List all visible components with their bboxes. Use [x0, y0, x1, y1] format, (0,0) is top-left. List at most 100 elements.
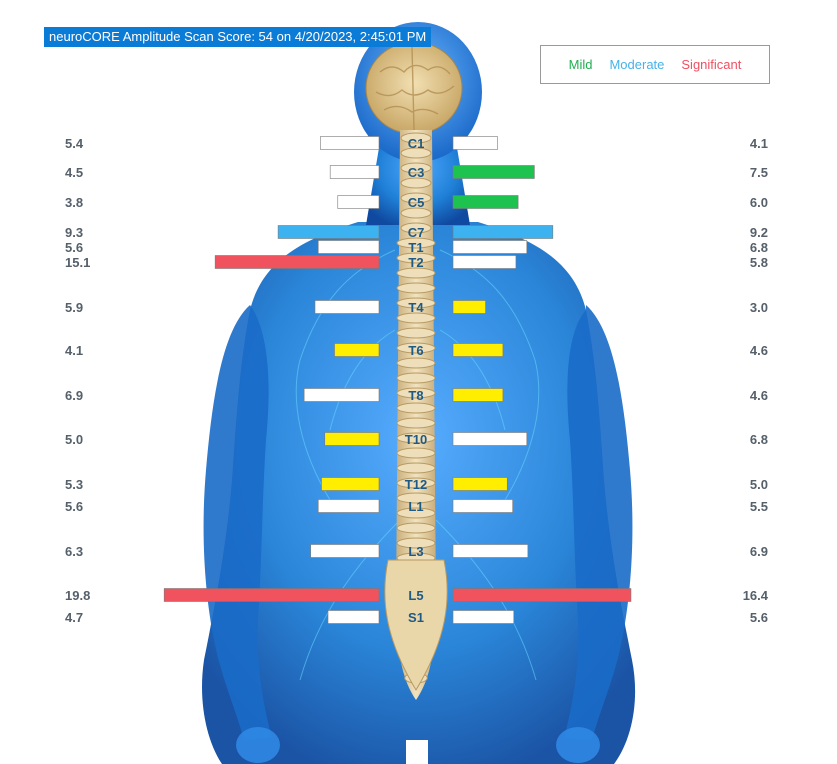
- value-left-t12: 5.3: [65, 477, 83, 492]
- value-left-t4: 5.9: [65, 300, 83, 315]
- value-right-c1: 4.1: [750, 136, 768, 151]
- vertebra: [396, 342, 436, 354]
- bar-left-t2: [214, 255, 380, 269]
- vertebra-label-c1: C1: [408, 136, 425, 151]
- legend-mild: Mild: [568, 57, 593, 72]
- value-left-l5: 19.8: [65, 588, 90, 603]
- bar-right-c3: [452, 165, 535, 179]
- bar-right-t2: [452, 255, 517, 269]
- bar-right-t8: [452, 388, 504, 402]
- vertebra: [400, 177, 432, 189]
- bar-right-c1: [452, 136, 498, 150]
- value-right-c5: 6.0: [750, 195, 768, 210]
- value-left-t2: 15.1: [65, 255, 90, 270]
- bar-left-c1: [320, 136, 380, 150]
- vertebra: [396, 522, 436, 534]
- vertebra: [396, 507, 436, 519]
- vertebra-label-l3: L3: [408, 544, 423, 559]
- bar-right-t6: [452, 343, 504, 357]
- bar-right-t4: [452, 300, 486, 314]
- value-right-t4: 3.0: [750, 300, 768, 315]
- value-right-l1: 5.5: [750, 499, 768, 514]
- vertebra: [396, 477, 436, 489]
- bar-right-t12: [452, 477, 508, 491]
- vertebra: [400, 192, 432, 204]
- value-left-c5: 3.8: [65, 195, 83, 210]
- bar-left-c7: [277, 225, 380, 239]
- value-left-c3: 4.5: [65, 165, 83, 180]
- bar-left-c3: [329, 165, 380, 179]
- vertebra: [396, 327, 436, 339]
- vertebra: [396, 402, 436, 414]
- vertebra-label-c5: C5: [408, 195, 425, 210]
- right-arm-silhouette: [564, 305, 633, 740]
- value-left-s1: 4.7: [65, 610, 83, 625]
- value-left-t8: 6.9: [65, 388, 83, 403]
- vertebra: [400, 207, 432, 219]
- vertebra: [400, 132, 432, 144]
- vertebra: [396, 417, 436, 429]
- vertebra-label-t1: T1: [408, 240, 423, 255]
- vertebra: [396, 537, 436, 549]
- value-left-t10: 5.0: [65, 432, 83, 447]
- vertebra-label-s1: S1: [408, 610, 424, 625]
- bar-left-t1: [317, 240, 380, 254]
- value-right-c7: 9.2: [750, 225, 768, 240]
- value-right-t6: 4.6: [750, 343, 768, 358]
- value-right-c3: 7.5: [750, 165, 768, 180]
- bar-left-l5: [163, 588, 380, 602]
- value-right-t2: 5.8: [750, 255, 768, 270]
- bar-right-t1: [452, 240, 528, 254]
- value-left-c7: 9.3: [65, 225, 83, 240]
- bar-right-l3: [452, 544, 529, 558]
- bar-left-t12: [321, 477, 380, 491]
- value-right-t12: 5.0: [750, 477, 768, 492]
- bar-right-s1: [452, 610, 515, 624]
- bar-left-l1: [317, 499, 380, 513]
- vertebra: [396, 282, 436, 294]
- spine: [384, 130, 448, 700]
- scan-title: neuroCORE Amplitude Scan Score: 54 on 4/…: [44, 27, 432, 47]
- value-left-l1: 5.6: [65, 499, 83, 514]
- value-left-c1: 5.4: [65, 136, 84, 151]
- legend-significant: Significant: [681, 57, 742, 72]
- bar-right-c7: [452, 225, 554, 239]
- left-hand-silhouette: [236, 727, 280, 763]
- vertebra: [396, 432, 436, 444]
- vertebra-label-t12: T12: [405, 477, 427, 492]
- brain-folds: [375, 45, 455, 131]
- value-right-t8: 4.6: [750, 388, 768, 403]
- value-left-t6: 4.1: [65, 343, 83, 358]
- value-right-t1: 6.8: [750, 240, 768, 255]
- vertebra-label-c7: C7: [408, 225, 425, 240]
- value-right-t10: 6.8: [750, 432, 768, 447]
- bar-left-t4: [314, 300, 380, 314]
- vertebra: [396, 357, 436, 369]
- vertebra: [400, 222, 432, 234]
- value-right-l3: 6.9: [750, 544, 768, 559]
- vertebra: [396, 312, 436, 324]
- vertebra-label-l1: L1: [408, 499, 423, 514]
- leg-gap: [406, 740, 428, 764]
- bar-left-l3: [310, 544, 380, 558]
- vertebra-label-t4: T4: [408, 300, 424, 315]
- legend-moderate: Moderate: [609, 57, 665, 72]
- vertebra: [400, 162, 432, 174]
- value-left-t1: 5.6: [65, 240, 83, 255]
- value-right-l5: 16.4: [743, 588, 769, 603]
- bar-right-t10: [452, 432, 528, 446]
- vertebra: [396, 267, 436, 279]
- vertebra: [396, 447, 436, 459]
- vertebra-label-t6: T6: [408, 343, 423, 358]
- bar-left-s1: [327, 610, 380, 624]
- sacrum: [384, 559, 448, 691]
- vertebra-label-c3: C3: [408, 165, 425, 180]
- vertebra: [396, 462, 436, 474]
- bars: [163, 136, 632, 624]
- vertebra: [396, 492, 436, 504]
- vertebra: [396, 372, 436, 384]
- vertebra-label-l5: L5: [408, 588, 423, 603]
